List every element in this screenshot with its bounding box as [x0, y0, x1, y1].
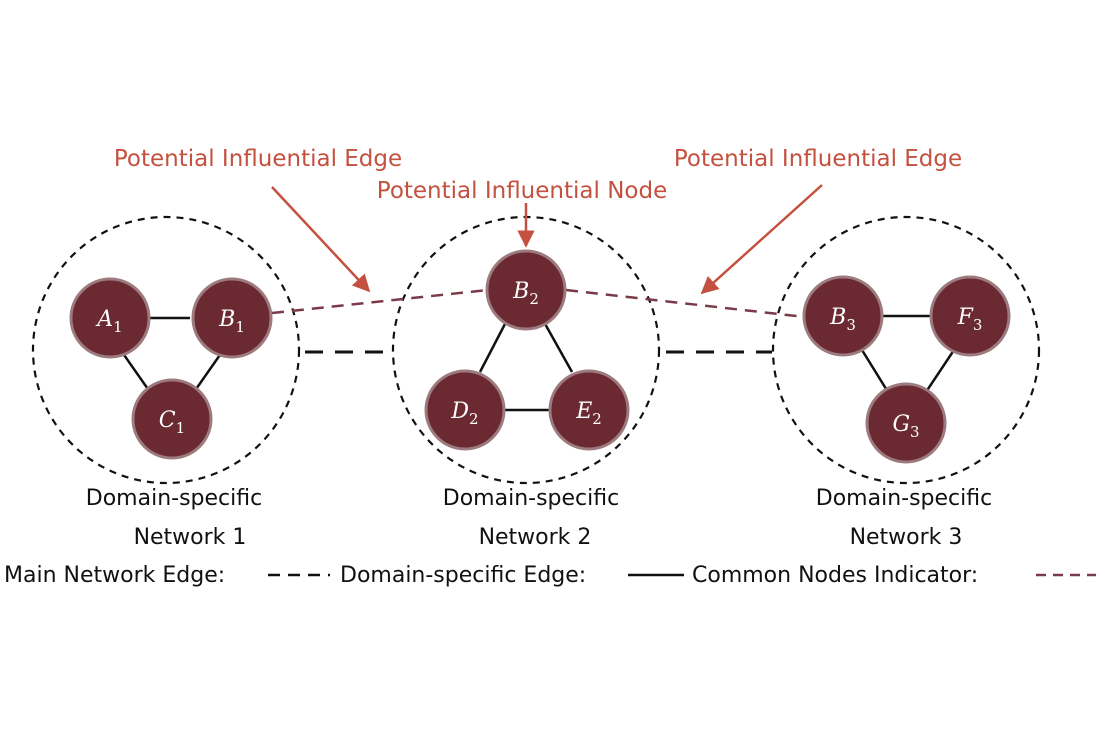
edge-b2-e2: [542, 321, 574, 373]
callout-edge-left: Potential Influential Edge: [114, 146, 402, 172]
svg-text:C1: C1: [159, 408, 185, 437]
callout-node-center: Potential Influential Node: [377, 178, 667, 204]
network-1-label-line1: Domain-specific: [86, 486, 262, 511]
common-nodes-indicator-b1-b2: [271, 288, 489, 315]
node-b2: B2: [485, 249, 567, 331]
network-1-boundary: [31, 215, 301, 485]
network-3-label-line1: Domain-specific: [816, 486, 992, 511]
node-c1: C1: [131, 378, 213, 460]
edge-b2-d2: [478, 321, 508, 373]
callout-arrow-edge-left: [271, 186, 371, 293]
network-3-boundary: [771, 215, 1041, 485]
svg-text:B2: B2: [512, 279, 539, 308]
common-nodes-indicator-b2-b3: [565, 288, 806, 319]
svg-text:B3: B3: [829, 305, 856, 334]
network-2-label-line2: Network 2: [479, 525, 592, 550]
network-3-label-line2: Network 3: [850, 525, 963, 550]
network-2-label-line1: Domain-specific: [443, 486, 619, 511]
svg-text:F3: F3: [957, 305, 983, 334]
node-a1: A1: [69, 277, 151, 359]
domain-edges: [120, 314, 956, 412]
svg-text:G3: G3: [892, 412, 919, 441]
svg-text:E2: E2: [575, 399, 602, 428]
svg-text:D2: D2: [450, 399, 478, 428]
node-b3: B3: [802, 275, 884, 357]
legend-main-edge-label: Main Network Edge:: [4, 563, 225, 588]
node-e2: E2: [548, 369, 630, 451]
legend-domain-edge-label: Domain-specific Edge:: [340, 563, 586, 588]
svg-text:A1: A1: [95, 307, 122, 336]
node-b1: B1: [191, 277, 273, 359]
node-f3: F3: [929, 275, 1011, 357]
node-g3: G3: [865, 382, 947, 464]
network-1-label-line2: Network 1: [134, 525, 247, 550]
legend-common-nodes-label: Common Nodes Indicator:: [692, 563, 978, 588]
edge-f3-g3: [924, 349, 956, 393]
svg-text:B1: B1: [218, 307, 245, 336]
node-d2: D2: [424, 369, 506, 451]
callout-edge-right: Potential Influential Edge: [674, 146, 962, 172]
edge-b3-g3: [860, 349, 890, 393]
callout-arrow-edge-right: [700, 184, 823, 295]
edge-a1-c1: [120, 351, 152, 393]
edge-b1-c1: [192, 351, 224, 393]
